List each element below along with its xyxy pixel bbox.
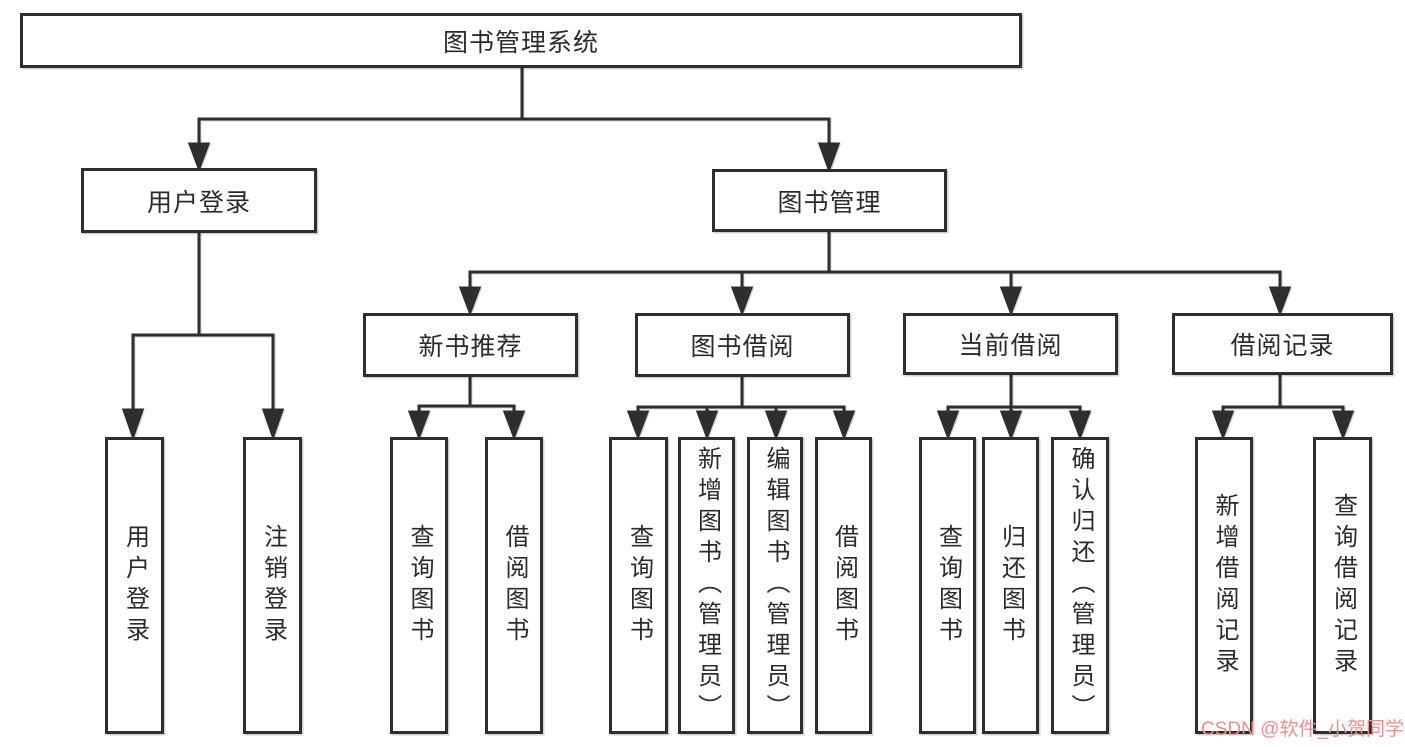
arrow-down-icon (817, 142, 841, 174)
arrow-down-icon (999, 410, 1023, 441)
leaf-borrow-books: 借阅图书 (485, 437, 543, 734)
csdn-watermark: CSDN @软件_小贺同学 (1201, 719, 1404, 740)
leaf-label: 确认归还（管理员） (1067, 446, 1094, 725)
leaf-label: 编辑图书（管理员） (762, 446, 789, 725)
leaf-confirm-return-admin: 确认归还（管理员） (1051, 437, 1109, 734)
arrow-down-icon (1268, 286, 1292, 317)
node-book-management: 图书管理 (712, 169, 947, 232)
arrow-down-icon (764, 410, 788, 441)
node-label: 图书借阅 (690, 333, 795, 361)
arrow-down-icon (1211, 410, 1235, 441)
arrow-down-icon (458, 286, 482, 317)
arrow-down-icon (999, 286, 1023, 317)
arrow-down-icon (261, 408, 285, 441)
node-book-borrowing: 图书借阅 (635, 313, 850, 377)
node-label: 当前借阅 (958, 332, 1063, 360)
leaf-label: 归还图书 (997, 523, 1025, 648)
leaf-label: 新增图书（管理员） (693, 446, 721, 725)
leaf-add-borrow-record: 新增借阅记录 (1195, 437, 1253, 734)
arrow-down-icon (1331, 410, 1355, 441)
node-library-management-system: 图书管理系统 (20, 13, 1022, 68)
leaf-label: 借阅图书 (830, 523, 858, 648)
arrow-down-icon (936, 410, 960, 441)
leaf-user-login: 用户登录 (105, 437, 164, 734)
arrow-down-icon (407, 410, 431, 441)
arrow-down-icon (832, 410, 856, 441)
leaf-label: 查询图书 (625, 523, 653, 648)
arrow-down-icon (1068, 410, 1092, 441)
arrow-down-icon (626, 410, 650, 441)
node-label: 借阅记录 (1230, 332, 1335, 360)
leaf-query-borrow-record: 查询借阅记录 (1313, 437, 1372, 734)
leaf-logout: 注销登录 (243, 437, 302, 734)
node-label: 新书推荐 (418, 333, 523, 361)
node-current-borrowing: 当前借阅 (903, 313, 1118, 375)
leaf-label: 借阅图书 (501, 523, 528, 648)
node-borrowing-records: 借阅记录 (1172, 313, 1393, 375)
arrow-down-icon (695, 410, 719, 441)
leaf-label: 查询借阅记录 (1329, 492, 1357, 679)
node-new-book-recommendation: 新书推荐 (363, 313, 578, 377)
arrow-down-icon (187, 142, 211, 173)
arrow-down-icon (502, 410, 526, 441)
node-user-login: 用户登录 (81, 168, 317, 233)
leaf-query-books: 查询图书 (609, 437, 668, 734)
arrow-down-icon (730, 286, 754, 317)
node-label: 图书管理系统 (442, 28, 599, 57)
leaf-borrow-books: 借阅图书 (815, 437, 872, 734)
leaf-add-books-admin: 新增图书（管理员） (678, 437, 735, 734)
arrow-down-icon (121, 408, 145, 441)
leaf-query-books: 查询图书 (919, 437, 976, 734)
leaf-edit-books-admin: 编辑图书（管理员） (747, 437, 803, 734)
leaf-label: 查询图书 (406, 523, 433, 648)
leaf-label: 注销登录 (259, 523, 287, 648)
leaf-query-books: 查询图书 (390, 437, 448, 734)
node-label: 图书管理 (777, 188, 882, 217)
leaf-label: 新增借阅记录 (1211, 492, 1238, 679)
leaf-label: 查询图书 (934, 523, 962, 648)
node-label: 用户登录 (146, 188, 251, 217)
leaf-label: 用户登录 (121, 523, 149, 648)
leaf-return-books: 归还图书 (982, 437, 1039, 734)
